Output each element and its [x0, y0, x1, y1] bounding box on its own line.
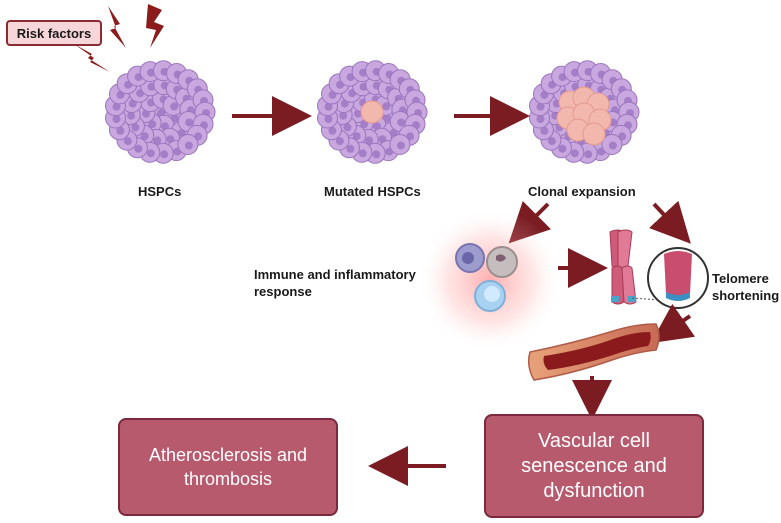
lightning-icon [74, 4, 164, 72]
mutant-cell [360, 100, 384, 124]
cell-nucleus [540, 126, 549, 135]
telomere-line-2: shortening [712, 288, 780, 303]
cell-nucleus [335, 137, 344, 146]
vascular-dysfunction-box: Vascular cell senescence and dysfunction [484, 414, 704, 518]
cell-nucleus [584, 150, 593, 159]
clonal-expansion-cluster [529, 60, 640, 164]
arrow-clonal-to-telomere [649, 200, 691, 244]
stage-label-clonal-expansion: Clonal expansion [528, 184, 636, 199]
cell-nucleus [536, 115, 545, 123]
athero-line-2: thrombosis [183, 469, 273, 489]
cell-nucleus [396, 141, 405, 150]
telomere-shortening-label: Telomere shortening [712, 270, 779, 304]
cell-nucleus [324, 102, 333, 111]
vascular-line-2: senescence and [521, 454, 667, 477]
telomere-line-1: Telomere [712, 271, 769, 286]
cell-nucleus [127, 111, 136, 120]
cell-nucleus [185, 118, 194, 127]
cell-nucleus [131, 123, 140, 132]
vascular-line-3: dysfunction [543, 479, 645, 502]
cell-nucleus [112, 115, 121, 123]
risk-factors-box: Risk factors [6, 20, 102, 46]
cell-nucleus [324, 115, 333, 123]
cell-nucleus [547, 137, 556, 146]
cell-nucleus [328, 126, 337, 135]
cell-nucleus [112, 102, 121, 111]
vascular-line-1: Vascular cell [538, 429, 650, 452]
cell-nucleus [536, 102, 545, 111]
immune-cells-icon [418, 208, 562, 352]
cell-nucleus [358, 149, 367, 158]
stage-label-hspcs: HSPCs [138, 184, 182, 199]
cell-nucleus [339, 111, 348, 120]
immune-response-label: Immune and inflammatory response [254, 266, 416, 300]
cell-nucleus [184, 141, 193, 150]
cell-nucleus [558, 144, 567, 153]
mutated-hspc-cluster [317, 60, 428, 164]
cell-nucleus [134, 144, 143, 153]
cell-nucleus [170, 102, 179, 111]
mutant-cell [582, 122, 606, 146]
stage-label-mutated-hspcs: Mutated HSPCs [324, 184, 421, 199]
telomere-magnifier-icon [631, 247, 709, 309]
cell-nucleus [372, 150, 381, 159]
cell-nucleus [153, 136, 162, 145]
risk-factors-label: Risk factors [16, 25, 92, 41]
cell-nucleus [146, 149, 155, 158]
cell-nucleus [365, 136, 374, 145]
immune-line-1: Immune and inflammatory [254, 267, 416, 282]
cell-nucleus [346, 144, 355, 153]
cell-nucleus [148, 120, 157, 129]
cell-nucleus [160, 150, 169, 159]
cell-nucleus [608, 141, 617, 150]
cell-nucleus [123, 137, 132, 146]
cell-nucleus [397, 118, 406, 127]
cell-nucleus [116, 126, 125, 135]
chromosome-icon [609, 229, 637, 305]
hspc-cluster [105, 60, 216, 164]
cell-nucleus [360, 120, 369, 129]
arrow-telomere-to-vessel [650, 303, 696, 344]
immune-line-2: response [254, 284, 312, 299]
blood-vessel-icon [527, 323, 660, 381]
cell-nucleus [382, 102, 391, 111]
atherosclerosis-box: Atherosclerosis and thrombosis [118, 418, 338, 516]
cell-nucleus [570, 149, 579, 158]
cell-nucleus [343, 123, 352, 132]
cell-nucleus [352, 132, 361, 141]
cell-nucleus [140, 132, 149, 141]
athero-line-1: Atherosclerosis and [148, 445, 308, 465]
